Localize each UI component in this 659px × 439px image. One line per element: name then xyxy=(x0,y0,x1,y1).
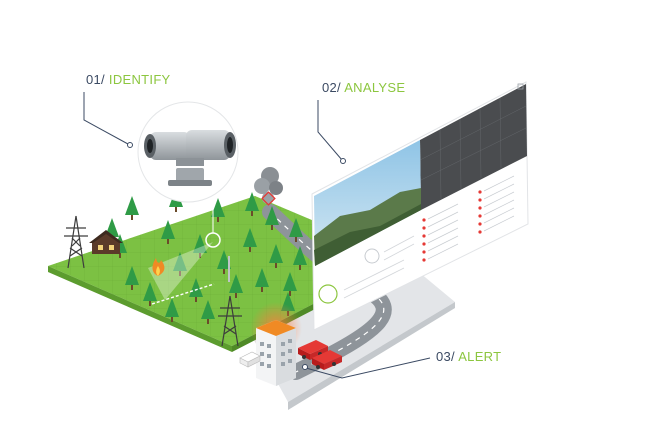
alert-row-line xyxy=(483,183,515,200)
tree-icon xyxy=(265,206,279,230)
step-analyse-label: 02/ ANALYSE xyxy=(322,80,405,95)
gauge-widget xyxy=(318,284,338,304)
alert-row-line xyxy=(483,199,515,216)
fire-truck-icon xyxy=(312,350,342,370)
step-name: ANALYSE xyxy=(344,80,406,95)
alert-dot xyxy=(478,198,482,202)
pylon-icon xyxy=(218,295,242,347)
tree-icon xyxy=(245,192,259,216)
alert-row-line xyxy=(427,235,459,252)
alert-dot xyxy=(422,226,426,230)
step-number: 01/ xyxy=(86,72,105,87)
alert-row-line xyxy=(483,207,515,224)
tree-icon xyxy=(173,252,187,276)
house-icon xyxy=(89,230,123,254)
tree-icon xyxy=(269,244,283,268)
fire-truck-icon xyxy=(298,340,328,360)
camera-view-cone xyxy=(148,242,213,300)
step-number: 02/ xyxy=(322,80,341,95)
camera-icon xyxy=(144,130,236,186)
alert-list xyxy=(422,175,515,262)
alert-dot xyxy=(422,234,426,238)
tree-icon xyxy=(289,218,303,242)
tree-icon xyxy=(143,282,157,306)
alert-dot xyxy=(422,218,426,222)
tree-icon xyxy=(293,246,307,270)
tree-icon xyxy=(211,198,225,222)
fire-icon xyxy=(152,258,165,276)
alert-row-line xyxy=(483,191,515,208)
tree-icon xyxy=(201,300,215,324)
alert-row-line xyxy=(427,203,459,220)
tree-icon xyxy=(125,196,139,220)
alert-row-line xyxy=(427,211,459,228)
tree-icon xyxy=(255,268,269,292)
step-name: IDENTIFY xyxy=(108,72,171,87)
alert-row-line xyxy=(427,227,459,244)
forest xyxy=(105,188,307,324)
tree-icon xyxy=(193,234,207,258)
tree-icon xyxy=(283,272,297,296)
tree-icon xyxy=(125,266,139,290)
camera-zoom-bubble xyxy=(137,101,239,203)
alert-dot xyxy=(478,206,482,210)
alert-dot xyxy=(478,190,482,194)
step-identify-label: 01/ IDENTIFY xyxy=(86,72,171,87)
alert-row-line xyxy=(483,175,515,192)
smoke-icon xyxy=(254,167,283,204)
step-alert-label: 03/ ALERT xyxy=(436,349,501,364)
alert-dot xyxy=(478,214,482,218)
alert-dot xyxy=(422,242,426,246)
tree-icon xyxy=(229,274,243,298)
tree-icon xyxy=(161,220,175,244)
alert-dot xyxy=(422,250,426,254)
alert-row-line xyxy=(483,215,515,232)
leader-lines xyxy=(83,92,431,379)
alert-dot xyxy=(478,230,482,234)
alert-row-line xyxy=(427,243,459,260)
distance-arrow xyxy=(151,283,215,305)
tree-icon xyxy=(189,278,203,302)
analysis-dashboard xyxy=(311,81,529,331)
smoke-detection-marker xyxy=(261,191,276,206)
tree-icon xyxy=(243,228,257,252)
alert-dot xyxy=(478,222,482,226)
step-number: 03/ xyxy=(436,349,455,364)
tree-icon xyxy=(217,250,231,274)
alert-row-line xyxy=(427,219,459,236)
alert-dot xyxy=(422,258,426,262)
ambulance-icon xyxy=(239,351,261,368)
panel-close-icon[interactable] xyxy=(517,83,524,90)
step-name: ALERT xyxy=(458,349,502,364)
tree-icon xyxy=(165,298,179,322)
fire-station-icon xyxy=(250,302,302,386)
gauge-widget xyxy=(364,248,380,264)
pylon-icon xyxy=(64,215,88,269)
